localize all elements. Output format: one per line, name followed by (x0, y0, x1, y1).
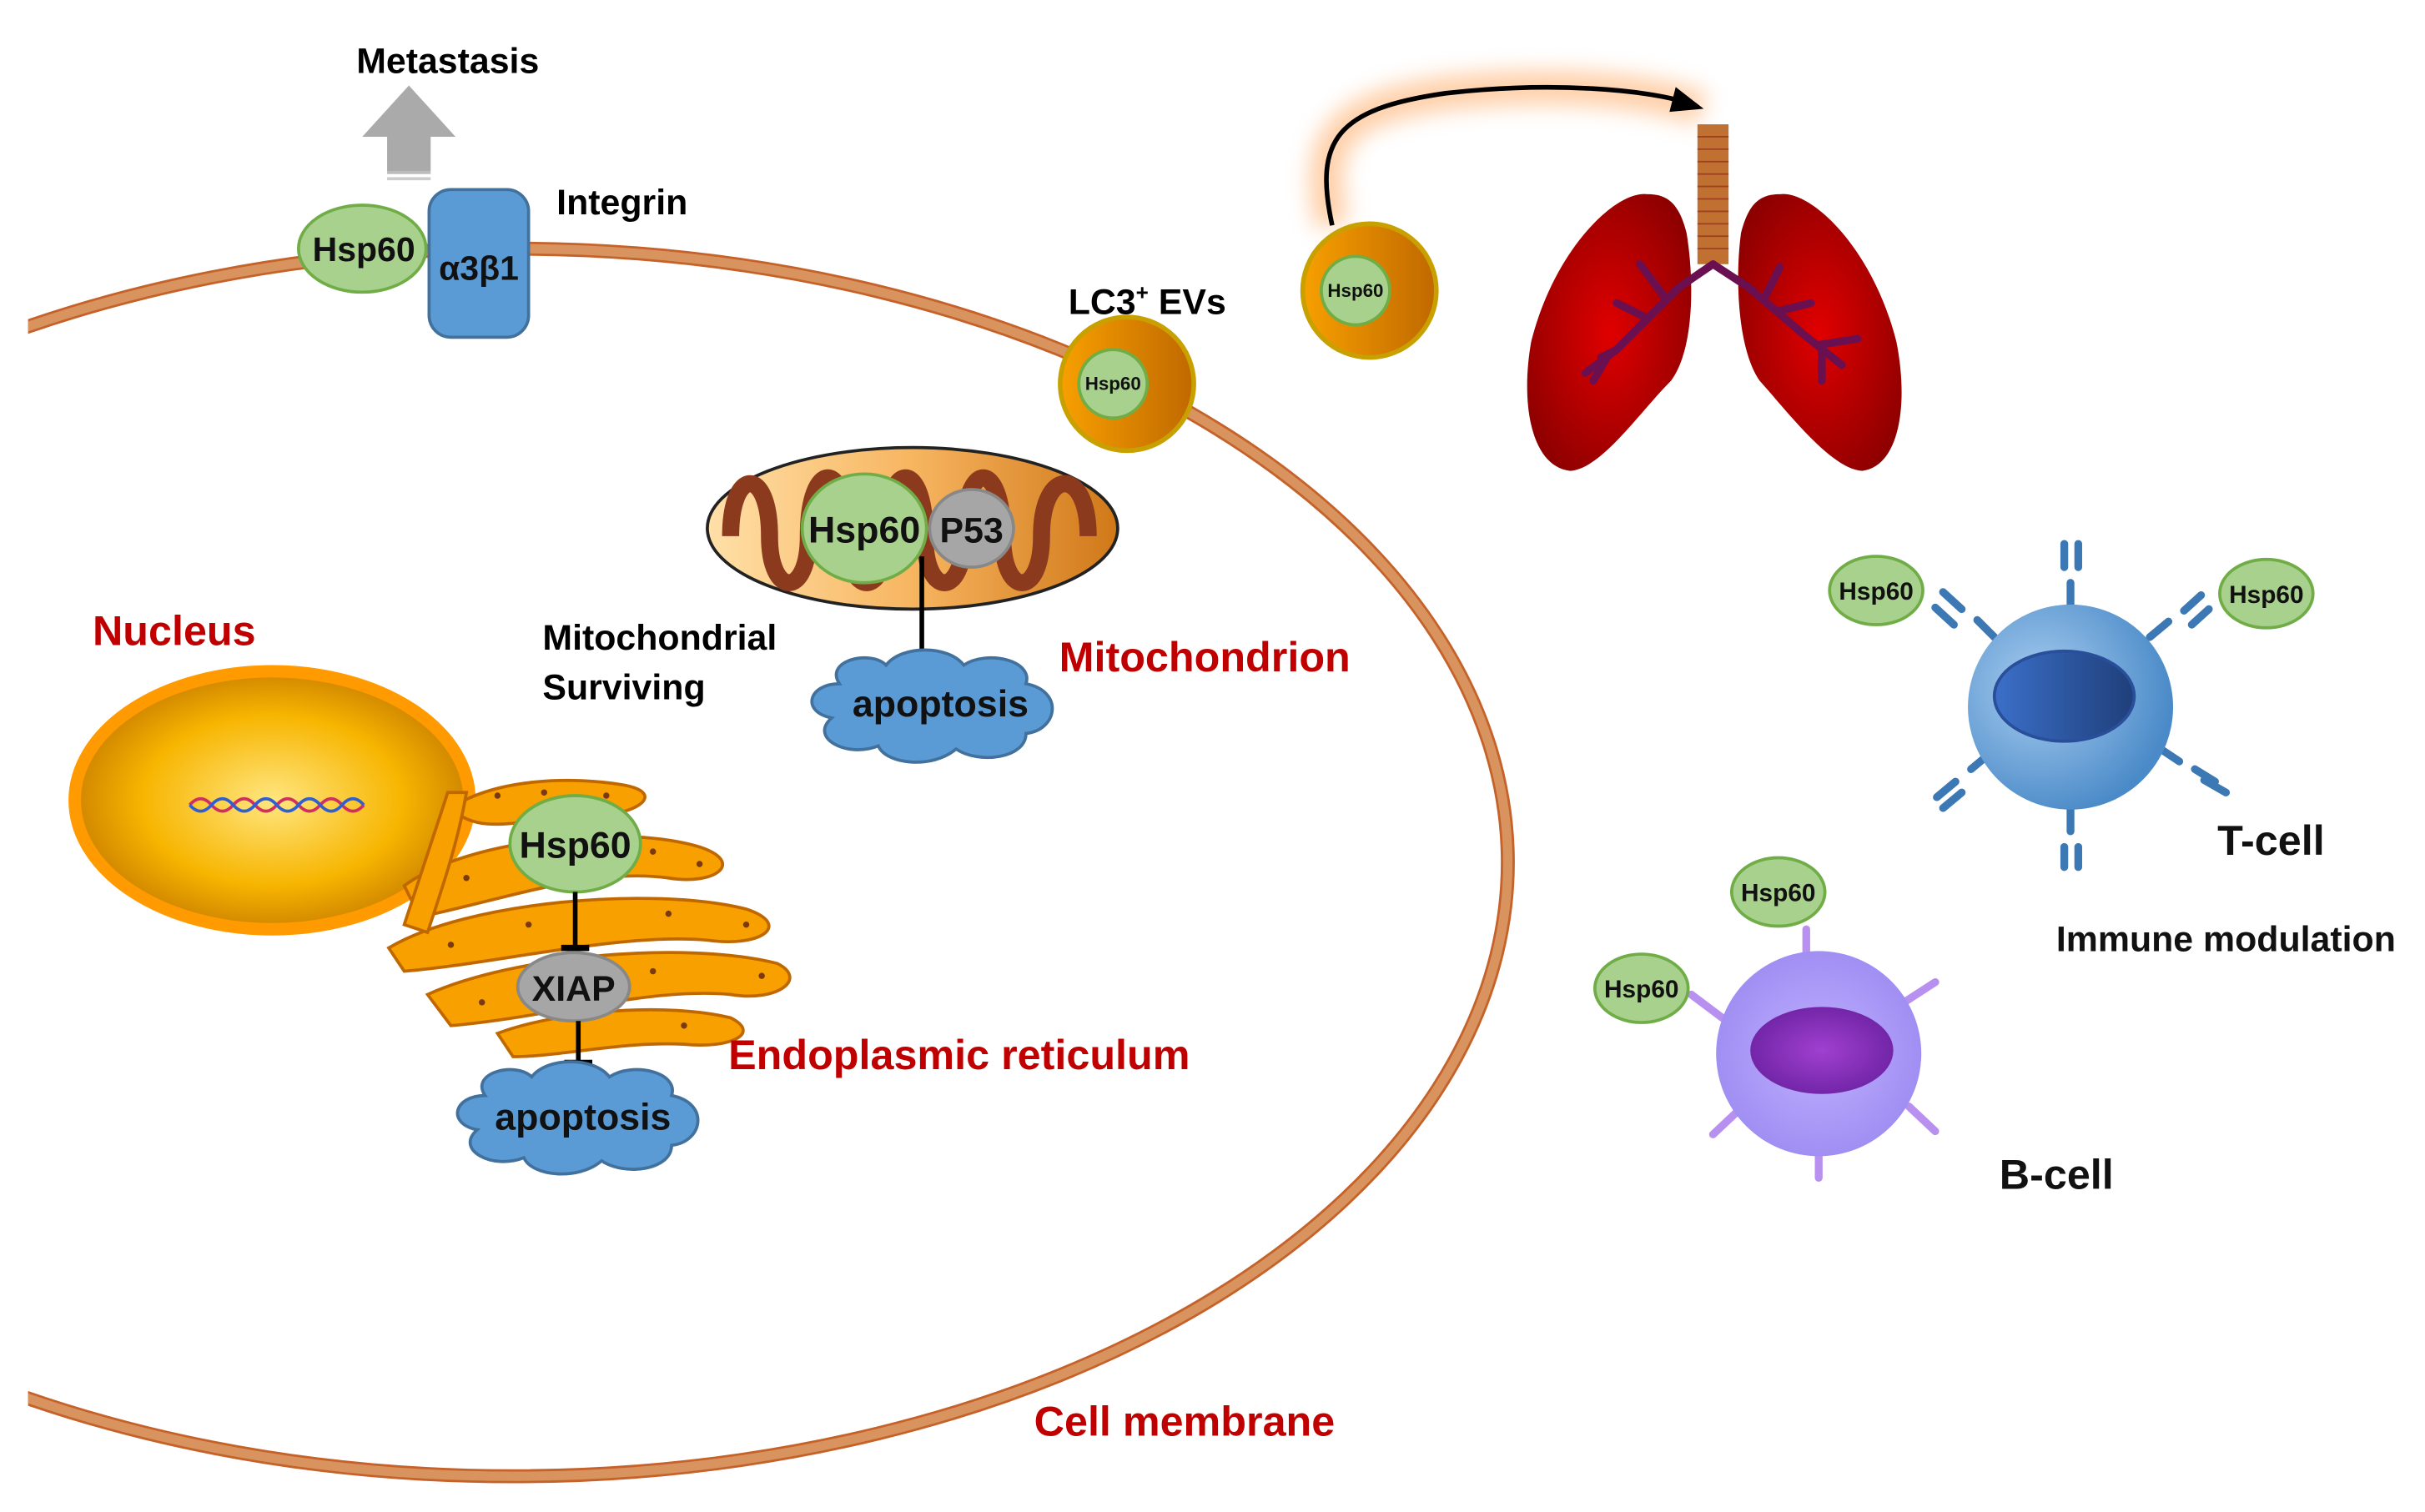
t-cell (1931, 540, 2231, 872)
dna-icon (189, 796, 365, 813)
immune-modulation-label: Immune modulation (2056, 919, 2396, 959)
t-cell-label: T-cell (2217, 816, 2325, 864)
nucleus-label: Nucleus (93, 606, 256, 654)
hsp60-integrin (297, 203, 428, 294)
hsp60-b-cell (1729, 856, 1827, 928)
hsp60-label: Hsp60 (2229, 581, 2303, 609)
integrin-subunit-label: α3β1 (439, 249, 519, 287)
apoptosis-cloud (810, 648, 1054, 764)
p53-label: P53 (940, 510, 1004, 550)
hsp60-label: Hsp60 (1741, 880, 1815, 907)
apoptosis-label: apoptosis (495, 1098, 671, 1138)
metastasis-arrow-icon (362, 85, 456, 181)
inhibition-line (561, 892, 590, 952)
hsp60-label: Hsp60 (1839, 578, 1913, 605)
b-cell (1687, 925, 1939, 1183)
hsp60-label: Hsp60 (519, 826, 631, 867)
hsp60-label: Hsp60 (1604, 976, 1678, 1003)
xiap-label: XIAP (532, 969, 616, 1009)
b-cell-label: B-cell (2000, 1150, 2114, 1198)
cell-membrane-label: Cell membrane (1034, 1398, 1336, 1445)
mitochondrion-label: Mitochondrion (1059, 633, 1351, 681)
er-dots (447, 789, 765, 1029)
apoptosis-label: apoptosis (853, 684, 1029, 725)
integrin-label: Integrin (556, 183, 687, 223)
hsp60-label: Hsp60 (808, 510, 920, 550)
hsp60-t-cell (1828, 555, 1924, 626)
apoptosis-cloud (455, 1060, 700, 1176)
hsp60-b-cell (1593, 952, 1690, 1024)
metastasis-label: Metastasis (356, 42, 539, 82)
hsp60-label: Hsp60 (313, 230, 415, 269)
integrin-receptor (427, 188, 531, 339)
lc3-evs-label: LC3+ EVs (1069, 280, 1226, 323)
travel-arrow-icon (1324, 84, 1688, 226)
hsp60-released-ev (1320, 254, 1391, 327)
hsp60-mito (800, 472, 928, 585)
er-label: Endoplasmic reticulum (728, 1031, 1190, 1078)
mito-surviving-label-2: Surviving (542, 667, 705, 707)
p53-protein (928, 488, 1015, 569)
hsp60-label: Hsp60 (1085, 374, 1141, 394)
mito-surviving-label-1: Mitochondrial (542, 618, 777, 658)
hsp60-label: Hsp60 (1327, 280, 1383, 301)
xiap-protein (516, 951, 631, 1023)
lungs-icon (1527, 124, 1902, 471)
hsp60-t-cell (2218, 557, 2315, 630)
arrowhead-icon (1669, 87, 1704, 113)
hsp60-ev (1077, 348, 1150, 420)
